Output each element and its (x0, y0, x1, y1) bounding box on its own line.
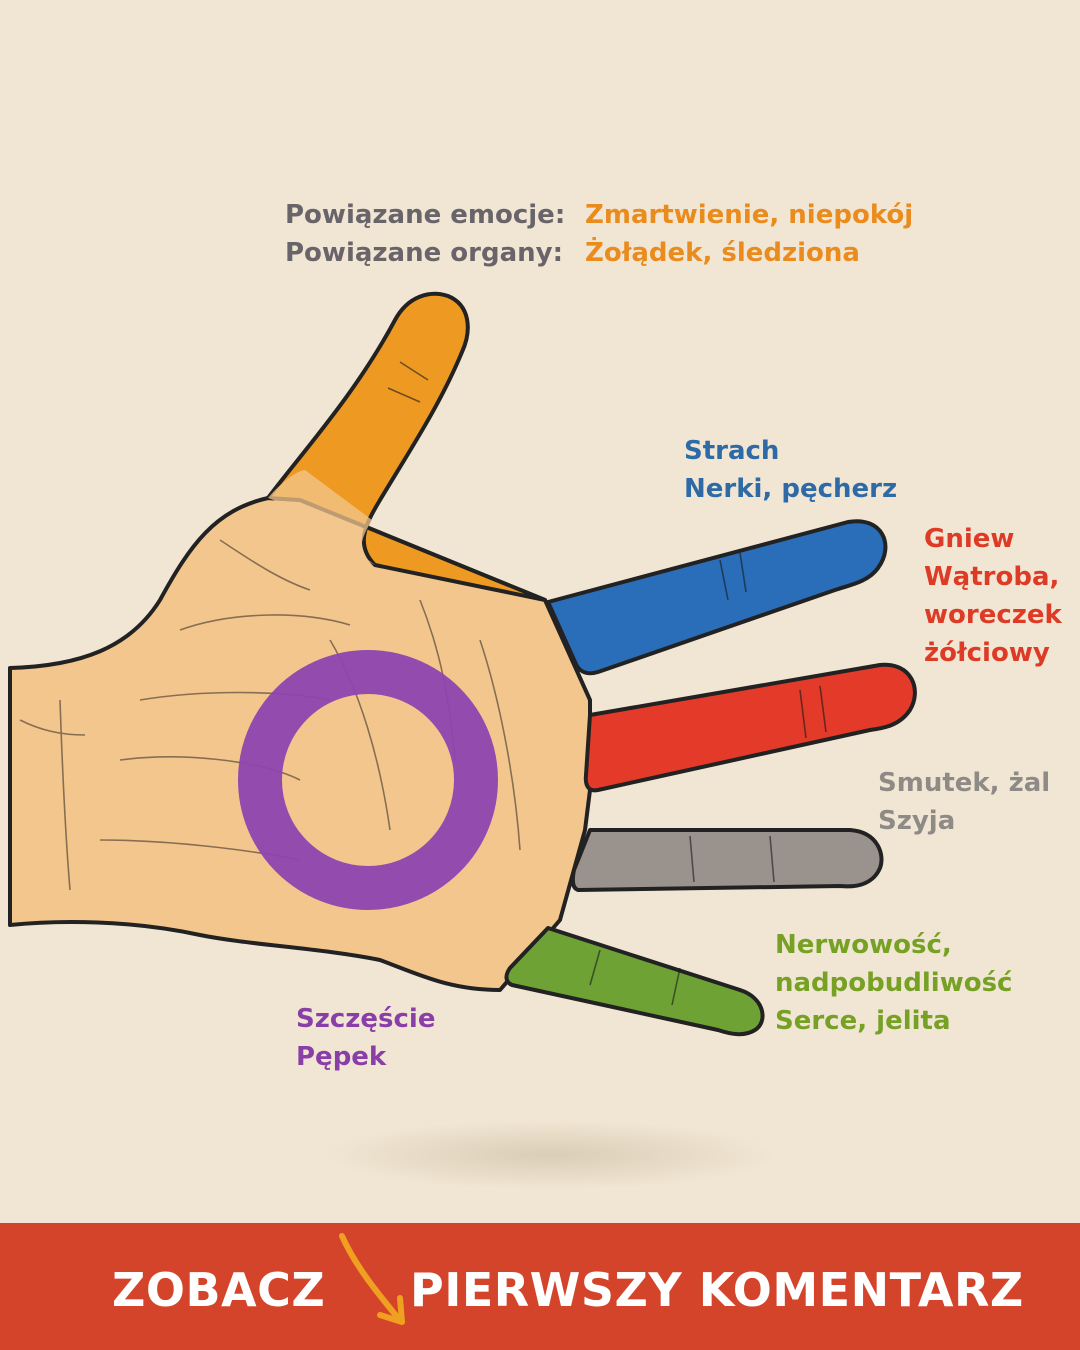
palm-organ: Pępek (296, 1042, 387, 1072)
ring-finger-shape (570, 828, 884, 892)
ring-emotion: Smutek, żal (878, 768, 1051, 798)
thumb-shape (266, 291, 547, 602)
organs-key: Powiązane organy: (285, 238, 563, 268)
header-block: Powiązane emocje: Zmartwienie, niepokój … (285, 196, 913, 272)
cta-banner[interactable]: ZOBACZ PIERWSZY KOMENTARZ (0, 1223, 1080, 1350)
banner-left-text: ZOBACZ (112, 1263, 326, 1317)
pinky-emotion-1: Nerwowość, (775, 930, 952, 960)
index-finger-shape (546, 519, 888, 676)
palm-label: Szczęście Pępek (296, 1000, 435, 1076)
middle-finger-label: Gniew Wątroba, woreczek żółciowy (924, 520, 1062, 672)
middle-organs-3: żółciowy (924, 638, 1050, 668)
middle-emotion: Gniew (924, 524, 1015, 554)
ring-organs: Szyja (878, 806, 956, 836)
middle-organs-1: Wątroba, (924, 562, 1060, 592)
pinky-finger-label: Nerwowość, nadpobudliwość Serce, jelita (775, 926, 1012, 1040)
emotions-row: Powiązane emocje: Zmartwienie, niepokój (285, 196, 913, 234)
palm-crease-lines (19, 539, 521, 891)
emotions-key: Powiązane emocje: (285, 200, 566, 230)
hand-shadow (320, 1120, 780, 1190)
organs-row: Powiązane organy: Żołądek, śledziona (285, 234, 913, 272)
pinky-emotion-2: nadpobudliwość (775, 968, 1013, 998)
palm-ring-circle (238, 650, 498, 910)
index-emotion: Strach (684, 436, 780, 466)
pinky-finger-shape (504, 926, 765, 1037)
middle-organs-2: woreczek (924, 600, 1062, 630)
palm-emotion: Szczęście (296, 1004, 436, 1034)
finger-crease-lines (387, 361, 827, 1006)
emotions-value: Zmartwienie, niepokój (585, 200, 914, 230)
middle-finger-shape (583, 662, 917, 793)
banner-right-text: PIERWSZY KOMENTARZ (410, 1263, 1024, 1317)
index-organs: Nerki, pęcherz (684, 474, 898, 504)
index-finger-label: Strach Nerki, pęcherz (684, 432, 897, 508)
pinky-organs: Serce, jelita (775, 1006, 951, 1036)
organs-value: Żołądek, śledziona (585, 238, 860, 268)
ring-finger-label: Smutek, żal Szyja (878, 764, 1050, 840)
palm-shape (8, 496, 592, 992)
thumb-base-shading (268, 470, 375, 565)
